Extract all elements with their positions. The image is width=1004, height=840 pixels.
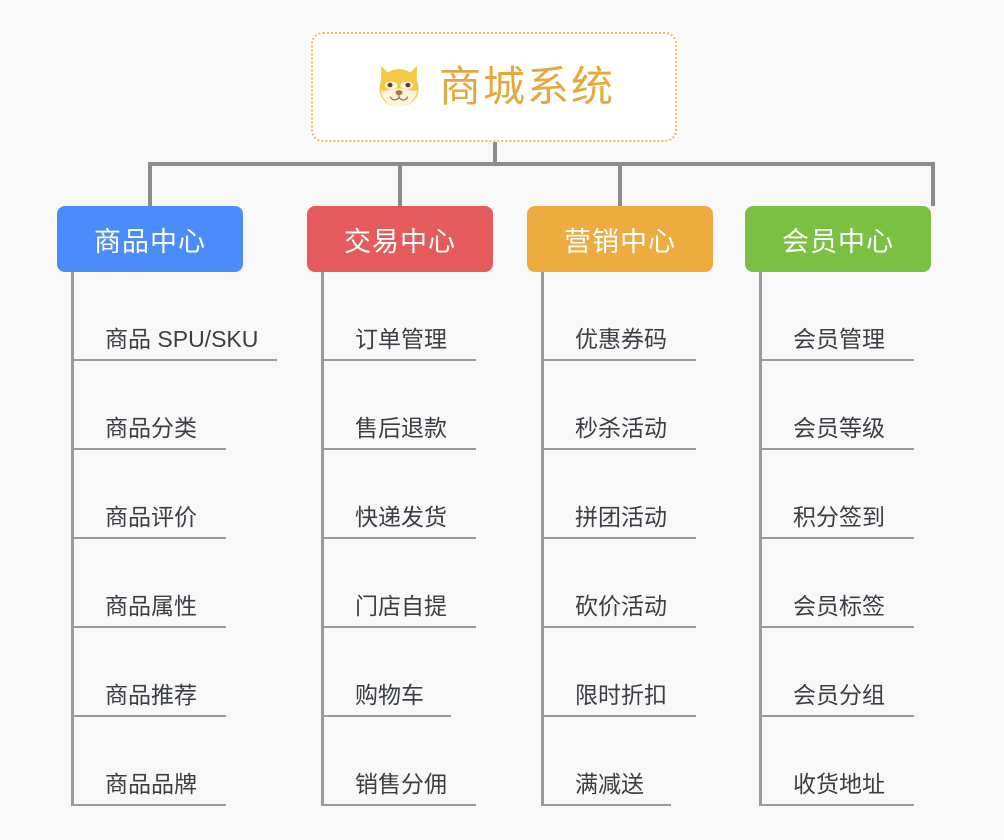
shiba-dog-icon bbox=[379, 65, 419, 107]
leaf-label: 商品 SPU/SKU bbox=[105, 325, 259, 352]
list-item[interactable]: 商品 SPU/SKU bbox=[71, 272, 277, 361]
connector-drop-4 bbox=[931, 162, 935, 206]
list-item[interactable]: 商品属性 bbox=[71, 539, 243, 628]
branch-column-2: 交易中心 订单管理 售后退款 快递发货 门店自提 购物车 销售分佣 bbox=[307, 206, 493, 806]
list-item[interactable]: 购物车 bbox=[321, 628, 493, 717]
list-item[interactable]: 商品评价 bbox=[71, 450, 243, 539]
list-item[interactable]: 门店自提 bbox=[321, 539, 493, 628]
leaf-label: 购物车 bbox=[355, 681, 424, 708]
category-header-3[interactable]: 营销中心 bbox=[527, 206, 713, 272]
leaf-label: 商品分类 bbox=[105, 414, 197, 441]
leaf-label: 会员等级 bbox=[793, 414, 885, 441]
category-label-4: 会员中心 bbox=[782, 226, 894, 257]
leaf-label: 售后退款 bbox=[355, 414, 447, 441]
leaf-label: 快递发货 bbox=[355, 503, 447, 530]
leaf-label: 会员标签 bbox=[793, 592, 885, 619]
leaf-list-2: 订单管理 售后退款 快递发货 门店自提 购物车 销售分佣 bbox=[307, 272, 493, 806]
list-item[interactable]: 会员等级 bbox=[759, 361, 931, 450]
root-node[interactable]: 商城系统 bbox=[311, 32, 677, 142]
leaf-label: 优惠券码 bbox=[575, 325, 667, 352]
leaf-label: 商品推荐 bbox=[105, 681, 197, 708]
list-item[interactable]: 积分签到 bbox=[759, 450, 931, 539]
connector-drop-3 bbox=[618, 162, 622, 206]
list-item[interactable]: 砍价活动 bbox=[541, 539, 713, 628]
list-item[interactable]: 商品推荐 bbox=[71, 628, 243, 717]
leaf-label: 会员管理 bbox=[793, 325, 885, 352]
connector-horizontal-bus bbox=[148, 162, 935, 166]
list-item[interactable]: 会员管理 bbox=[759, 272, 931, 361]
leaf-label: 门店自提 bbox=[355, 592, 447, 619]
list-item[interactable]: 会员分组 bbox=[759, 628, 931, 717]
list-item[interactable]: 订单管理 bbox=[321, 272, 493, 361]
list-item[interactable]: 优惠券码 bbox=[541, 272, 713, 361]
list-item[interactable]: 商品品牌 bbox=[71, 717, 243, 806]
category-header-4[interactable]: 会员中心 bbox=[745, 206, 931, 272]
list-item[interactable]: 拼团活动 bbox=[541, 450, 713, 539]
leaf-label: 满减送 bbox=[575, 770, 644, 797]
category-label-1: 商品中心 bbox=[94, 226, 206, 257]
list-item[interactable]: 商品分类 bbox=[71, 361, 243, 450]
leaf-label: 砍价活动 bbox=[575, 592, 667, 619]
list-item[interactable]: 秒杀活动 bbox=[541, 361, 713, 450]
root-title: 商城系统 bbox=[438, 63, 615, 110]
list-item[interactable]: 会员标签 bbox=[759, 539, 931, 628]
branch-column-4: 会员中心 会员管理 会员等级 积分签到 会员标签 会员分组 收货地址 bbox=[745, 206, 931, 806]
connector-root-vertical bbox=[493, 142, 497, 164]
list-item[interactable]: 收货地址 bbox=[759, 717, 931, 806]
leaf-label: 销售分佣 bbox=[355, 770, 447, 797]
list-item[interactable]: 满减送 bbox=[541, 717, 713, 806]
leaf-label: 限时折扣 bbox=[575, 681, 667, 708]
category-label-3: 营销中心 bbox=[564, 226, 676, 257]
leaf-label: 订单管理 bbox=[355, 325, 447, 352]
leaf-label: 积分签到 bbox=[793, 503, 885, 530]
branch-column-1: 商品中心 商品 SPU/SKU 商品分类 商品评价 商品属性 商品推荐 商品品牌 bbox=[57, 206, 277, 806]
branch-column-3: 营销中心 优惠券码 秒杀活动 拼团活动 砍价活动 限时折扣 满减送 bbox=[527, 206, 713, 806]
list-item[interactable]: 快递发货 bbox=[321, 450, 493, 539]
leaf-list-1: 商品 SPU/SKU 商品分类 商品评价 商品属性 商品推荐 商品品牌 bbox=[57, 272, 277, 806]
leaf-label: 会员分组 bbox=[793, 681, 885, 708]
category-label-2: 交易中心 bbox=[344, 226, 456, 257]
connector-drop-2 bbox=[398, 162, 402, 206]
list-item[interactable]: 销售分佣 bbox=[321, 717, 493, 806]
list-item[interactable]: 限时折扣 bbox=[541, 628, 713, 717]
leaf-label: 秒杀活动 bbox=[575, 414, 667, 441]
leaf-label: 收货地址 bbox=[793, 770, 885, 797]
leaf-label: 商品品牌 bbox=[105, 770, 197, 797]
list-item[interactable]: 售后退款 bbox=[321, 361, 493, 450]
leaf-list-3: 优惠券码 秒杀活动 拼团活动 砍价活动 限时折扣 满减送 bbox=[527, 272, 713, 806]
leaf-list-4: 会员管理 会员等级 积分签到 会员标签 会员分组 收货地址 bbox=[745, 272, 931, 806]
connector-drop-1 bbox=[148, 162, 152, 206]
leaf-label: 商品属性 bbox=[105, 592, 197, 619]
category-header-2[interactable]: 交易中心 bbox=[307, 206, 493, 272]
leaf-label: 拼团活动 bbox=[575, 503, 667, 530]
category-header-1[interactable]: 商品中心 bbox=[57, 206, 243, 272]
leaf-label: 商品评价 bbox=[105, 503, 197, 530]
